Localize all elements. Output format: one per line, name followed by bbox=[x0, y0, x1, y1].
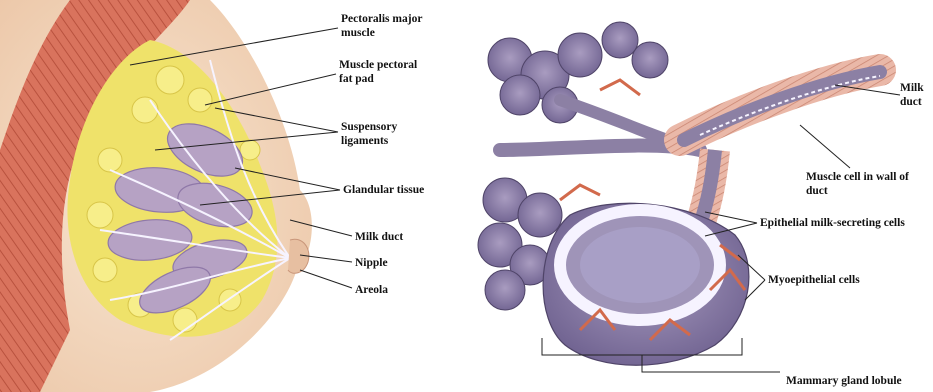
label-milk-duct-right: Milk duct bbox=[900, 81, 930, 109]
label-epithelial-milk-secreting-cells: Epithelial milk-secreting cells bbox=[760, 216, 930, 230]
label-myoepithelial-cells: Myoepithelial cells bbox=[768, 273, 860, 287]
label-mammary-gland-lobule: Mammary gland lobule bbox=[786, 374, 902, 388]
label-milk-duct-left: Milk duct bbox=[355, 230, 403, 244]
label-suspensory-ligaments: Suspensory ligaments bbox=[341, 120, 421, 148]
label-areola: Areola bbox=[355, 283, 388, 297]
label-pectoralis-major-muscle: Pectoralis major muscle bbox=[341, 12, 431, 40]
label-muscle-cell-in-wall-of-duct: Muscle cell in wall of duct bbox=[806, 170, 926, 198]
leader-areola bbox=[300, 270, 352, 288]
label-glandular-tissue: Glandular tissue bbox=[343, 183, 424, 197]
label-nipple: Nipple bbox=[355, 256, 388, 270]
breast-cross-section bbox=[0, 0, 312, 392]
leader-muscle-cell bbox=[800, 125, 850, 168]
label-fat-pad: Muscle pectoral fat pad bbox=[339, 58, 431, 86]
